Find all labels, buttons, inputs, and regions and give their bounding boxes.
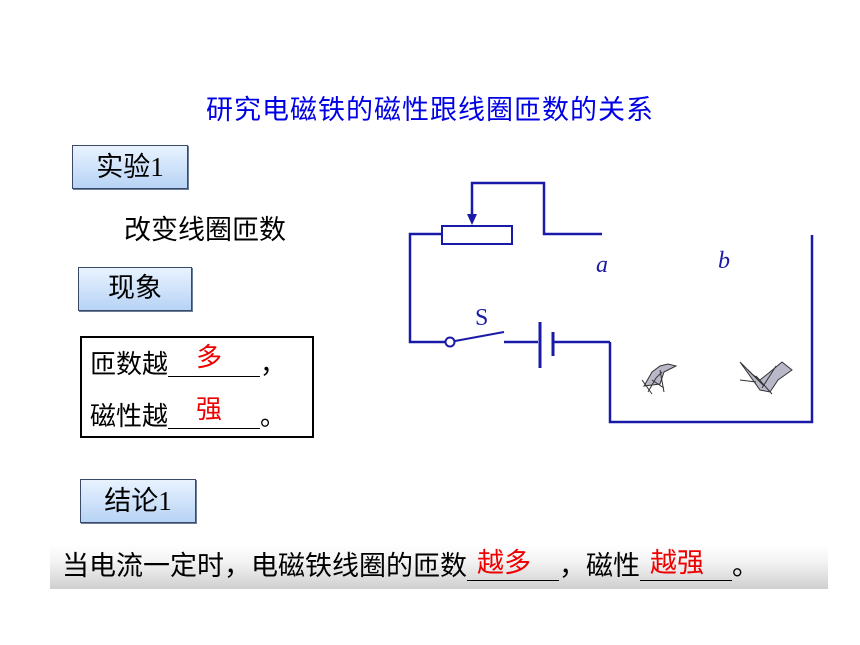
conclusion-tag-label: 结论 (104, 486, 159, 517)
switch-arm (454, 331, 505, 342)
pins-a (641, 363, 678, 395)
turns-answer: 多 (196, 343, 223, 373)
slider-wire (470, 181, 602, 236)
experiment-tag: 实验1 (72, 145, 188, 189)
page-title: 研究电磁铁的磁性跟线圈匝数的关系 (206, 95, 654, 126)
conclusion-answer-2: 越强 (650, 548, 704, 579)
conclusion-blank-2: 越强 (640, 546, 732, 581)
magnetism-answer: 强 (196, 395, 223, 425)
turns-prefix: 匝数越 (90, 350, 169, 380)
pins-b (739, 361, 793, 395)
left-wire (408, 232, 446, 344)
experiment-description: 改变线圈匝数 (124, 215, 286, 246)
conclusion-answer-1: 越多 (477, 548, 531, 579)
slider-arrow (467, 214, 477, 225)
phenomenon-tag-label: 现象 (108, 273, 162, 304)
magnetism-blank: 强 (168, 395, 261, 429)
experiment-tag-label: 实验 (96, 152, 151, 183)
observation-line-2: 磁性越强 。 (90, 395, 287, 433)
label-switch: S (475, 305, 488, 331)
experiment-tag-number: 1 (150, 152, 164, 182)
turns-suffix: ， (260, 350, 287, 380)
phenomenon-tag: 现象 (78, 267, 192, 311)
switch-contact (444, 336, 456, 348)
conclusion-suffix: 。 (732, 551, 759, 582)
label-b: b (718, 248, 730, 274)
label-a: a (596, 252, 608, 278)
observation-box: 匝数越多 ， 磁性越强 。 (80, 336, 314, 438)
conclusion-sentence: 当电流一定时，电磁铁线圈的匝数越多 ，磁性越强。 (50, 545, 828, 589)
magnetism-suffix: 。 (260, 402, 287, 432)
turns-blank: 多 (168, 343, 261, 377)
observation-line-1: 匝数越多 ， (90, 343, 287, 381)
conclusion-blank-1: 越多 (467, 546, 559, 581)
conclusion-prefix: 当电流一定时，电磁铁线圈的匝数 (62, 551, 467, 582)
conclusion-middle: ，磁性 (559, 551, 640, 582)
rheostat (441, 225, 513, 245)
magnetism-prefix: 磁性越 (90, 402, 169, 432)
coil-container (608, 235, 814, 424)
conclusion-tag-number: 1 (158, 486, 172, 516)
conclusion-tag: 结论1 (80, 479, 196, 523)
